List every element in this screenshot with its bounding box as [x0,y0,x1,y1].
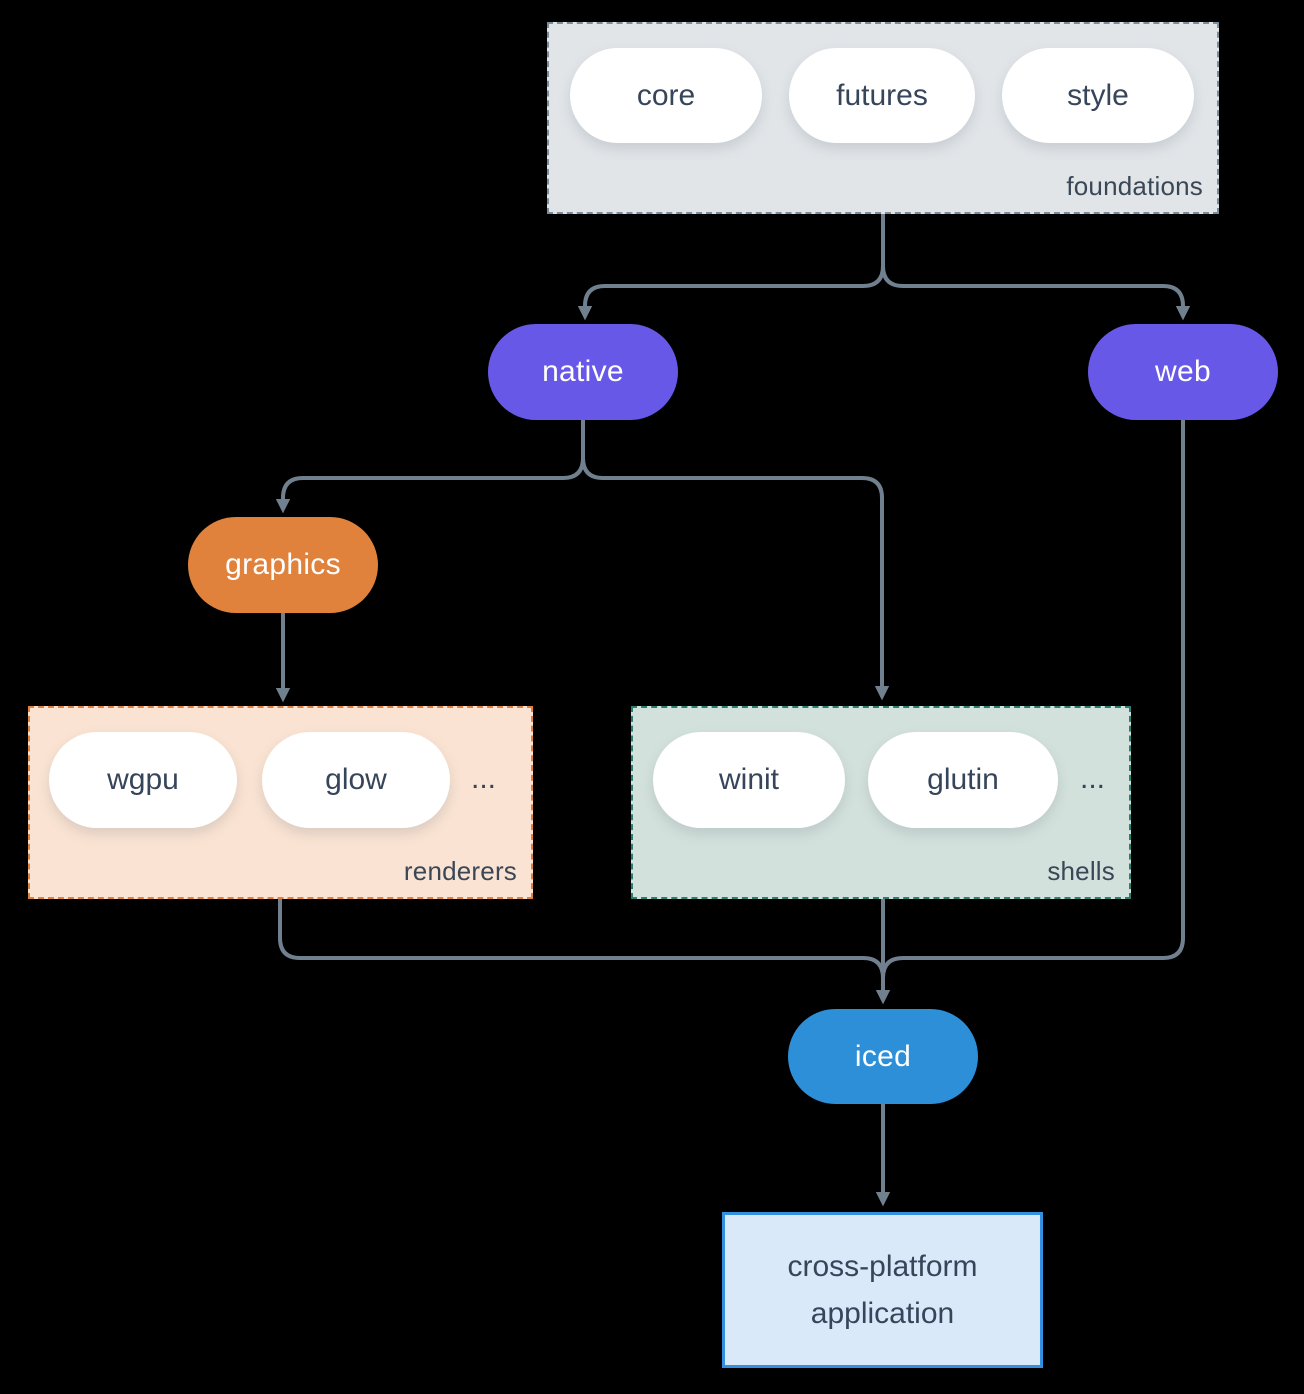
edge-foundations-web [881,214,1191,321]
edge-native-shells [581,419,890,701]
renderers-group-label: renderers [403,856,517,886]
node-web-label: web [1155,355,1211,388]
edge-web-iced [881,419,1185,979]
node-style-label: style [1067,78,1129,112]
node-glow-label: glow [325,763,387,796]
node-graphics: graphics [188,517,378,613]
node-native-label: native [542,355,624,388]
node-futures: futures [789,48,975,143]
node-style: style [1002,48,1194,143]
foundations-group-label: foundations [1066,171,1203,201]
edge-native-graphics [275,419,585,514]
shells-group-label: shells [1047,856,1115,886]
node-application-label: cross-platform application [787,1250,978,1330]
edge-renderers-iced [278,898,885,979]
node-core: core [570,48,762,143]
node-glow: glow [262,732,450,828]
node-core-label: core [636,78,696,112]
edge-foundations-native [577,214,885,321]
shells-ellipsis: ... [1080,762,1106,795]
node-glutin: glutin [868,732,1058,828]
node-wgpu: wgpu [49,732,237,828]
node-graphics-label: graphics [225,548,341,581]
node-glutin-label: glutin [927,763,999,796]
node-web: web [1088,324,1278,420]
node-application: cross-platform application [722,1212,1043,1368]
node-wgpu-label: wgpu [107,763,179,796]
node-winit: winit [653,732,845,828]
node-native: native [488,324,678,420]
node-futures-label: futures [836,78,928,112]
renderers-ellipsis: ... [471,762,497,795]
node-iced: iced [788,1009,978,1104]
node-winit-label: winit [718,763,779,796]
node-iced-label: iced [854,1039,912,1073]
